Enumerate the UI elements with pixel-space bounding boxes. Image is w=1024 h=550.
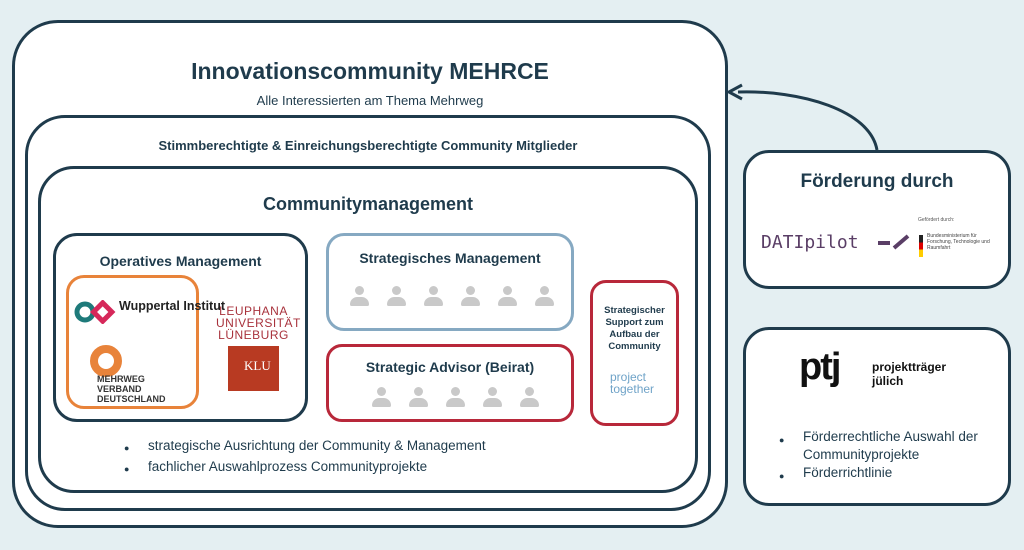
bmbf-logo-text: Bundesministerium für Forschung, Technol… [927, 233, 990, 251]
person-icon [386, 286, 406, 306]
mehrweg-logo-icon [90, 345, 122, 377]
bullet-item: fachlicher Auswahlprozess Communityproje… [124, 456, 486, 480]
funding-title: Förderung durch [800, 171, 954, 192]
community-subtitle: Alle Interessierten am Thema Mehrweg [256, 93, 484, 108]
members-title: Stimmberechtigte & Einreichungsberechtig… [158, 138, 578, 153]
person-icon [497, 286, 517, 306]
bmbf-label: Gefördert durch: [918, 217, 955, 223]
klu-logo: KLU [228, 346, 279, 391]
management-title: Communitymanagement [262, 194, 474, 214]
support-title: Strategischer Support zum Aufbau der Com… [604, 305, 665, 352]
leuphana-logo: LEUPHANA UNIVERSITÄT LÜNEBURG [216, 304, 301, 342]
person-icon [519, 387, 539, 407]
bullet-item: strategische Ausrichtung der Community &… [124, 435, 486, 459]
ptj-bullet: Förderrechtliche Auswahl der Communitypr… [779, 428, 989, 464]
wuppertal-logo-icon [74, 300, 116, 324]
strategic-title: Strategisches Management [359, 250, 541, 266]
person-icon [349, 286, 369, 306]
community-title: Innovationscommunity MEHRCE [191, 58, 549, 84]
german-flag-icon [919, 235, 923, 257]
datipilot-slash-icon [878, 234, 910, 250]
ptj-bullet: Förderrichtlinie [779, 464, 989, 485]
mehrweg-logo-text: MEHRWEG VERBAND DEUTSCHLAND [97, 374, 166, 404]
operative-title: Operatives Management [99, 253, 262, 269]
person-icon [482, 387, 502, 407]
funding-box: Förderung durch DATIpilot Gefördert durc… [743, 150, 1011, 289]
ptj-logo: ptj [799, 346, 841, 388]
person-icon [423, 286, 443, 306]
person-icon [460, 286, 480, 306]
person-icon [371, 387, 391, 407]
person-icon [445, 387, 465, 407]
datipilot-logo: DATIpilot [761, 232, 859, 253]
strategic-advisor-box: Strategic Advisor (Beirat) [326, 344, 574, 422]
wuppertal-logo-text: Wuppertal Institut [119, 299, 226, 313]
person-icon [408, 387, 428, 407]
person-icon [534, 286, 554, 306]
advisor-title: Strategic Advisor (Beirat) [365, 359, 535, 375]
support-box: Strategischer Support zum Aufbau der Com… [590, 280, 679, 426]
strategic-management-box: Strategisches Management [326, 233, 574, 331]
operative-lead-box [66, 275, 199, 409]
